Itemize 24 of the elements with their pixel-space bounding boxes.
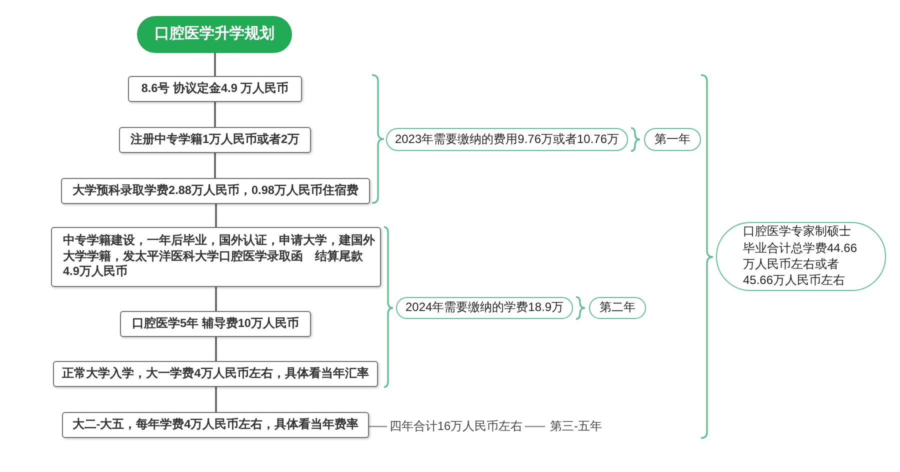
- connector-line: [215, 337, 217, 361]
- summary-pill: 口腔医学专家制硕士毕业合计总学费44.66万人民币左右或者45.66万人民币左右: [716, 222, 886, 291]
- connector-line: [525, 426, 545, 428]
- branch-label: 四年合计16万人民币左右: [387, 417, 525, 435]
- connector-line: [369, 426, 387, 428]
- connector-line: [214, 53, 216, 76]
- summary-pill: 第二年: [589, 297, 646, 319]
- topic-box: 正常大学入学，大一学费4万人民币左右，具体看当年汇率: [53, 361, 378, 387]
- topic-pill: 口腔医学升学规划: [137, 16, 292, 53]
- branch-label: 第三-五年: [545, 417, 607, 435]
- connector-line: [215, 287, 217, 311]
- topic-box: 中专学籍建设，一年后毕业，国外认证，申请大学，建国外大学学籍，发太平洋医科大学口腔医学录取函 结算尾款4.9万人民币: [51, 227, 381, 287]
- topic-box: 8.6号 协议定金4.9 万人民币: [128, 76, 302, 102]
- summary-pill: 2024年需要缴纳的学费18.9万: [396, 297, 573, 319]
- topic-box: 大二-大五，每年学费4万人民币左右，具体看当年费率: [62, 412, 369, 438]
- summary-pill: 2023年需要缴纳的费用9.76万或者10.76万: [386, 128, 628, 151]
- summary-pill: 第一年: [644, 128, 701, 151]
- topic-box: 口腔医学5年 辅导费10万人民币: [120, 311, 311, 337]
- connector-line: [214, 153, 216, 178]
- connector-line: [215, 204, 217, 227]
- topic-box: 大学预科录取学费2.88万人民币，0.98万人民币住宿费: [61, 178, 370, 204]
- connector-line: [215, 387, 217, 412]
- topic-box: 注册中专学籍1万人民币或者2万: [119, 127, 311, 153]
- connector-line: [214, 102, 216, 127]
